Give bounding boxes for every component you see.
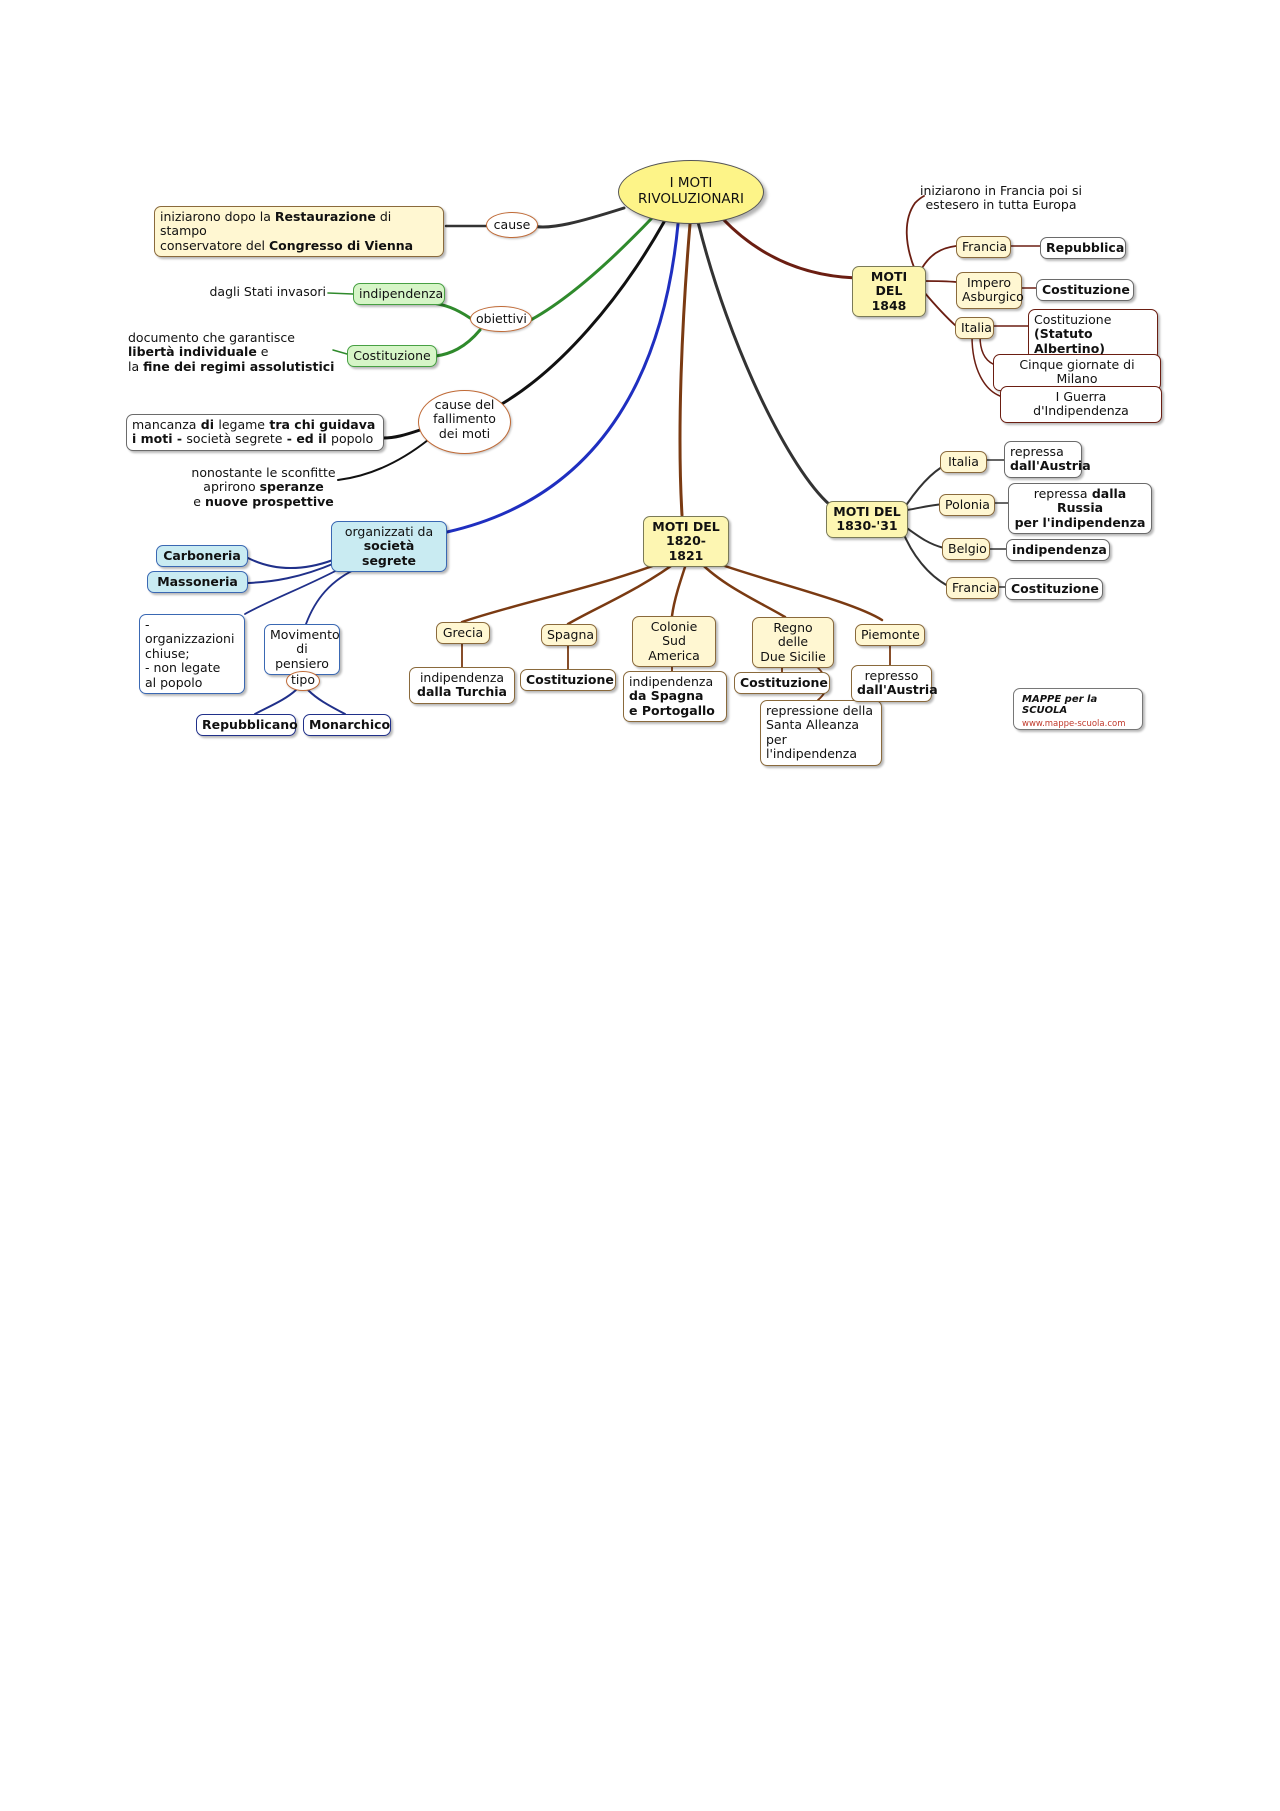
moti1848-node: MOTI DEL 1848 [852,266,926,318]
belgio-node: Belgio [942,538,990,561]
link-root-cause [531,206,626,229]
link-1848-francia [921,245,957,269]
repubblicano-node: Repubblicano [196,714,298,737]
speranze-note: nonostante le sconfitte aprirono speranz… [191,465,336,509]
link-segrete-carboneria [247,557,334,569]
link-segrete-caratteri [244,565,346,615]
link-fallimento-legame [381,428,422,440]
francia1848-node: Francia [956,236,1011,259]
polonia-node: Polonia [939,494,995,517]
moti1848-note: iniziarono in Francia poi si estesero in… [920,183,1082,213]
francia1848-note: Repubblica [1040,237,1126,260]
link-indipendenza-note [327,292,354,295]
link-root-1830 [696,220,832,507]
link-root-1820 [678,222,692,517]
link-segrete-movimento [305,566,361,625]
link-obiettivi-indipendenza [431,301,472,320]
link-1848-impero [923,280,957,283]
massoneria-node: Massoneria [147,571,248,594]
piemonte-node: Piemonte [855,624,925,647]
carboneria-node: Carboneria [156,545,248,568]
impero-note: Costituzione [1036,279,1134,302]
grecia-node: Grecia [436,622,490,645]
piemonte-note: represso dall'Austria [851,665,938,702]
link-italia1848-guerra [971,335,1001,397]
costituzione-note: documento che garantisce libertà individ… [128,330,335,374]
italia1830-note: repressa dall'Austria [1004,441,1091,478]
moti1820-node: MOTI DEL 1820-1821 [643,516,729,568]
link-fallimento-speranze [337,439,429,481]
grecia-note: indipendenza dalla Turchia [409,667,515,704]
link-tipo-monarchico [307,689,346,715]
guerra-indipendenza-node: I Guerra d'Indipendenza [1000,386,1162,423]
link-root-fallimento [498,220,666,407]
root-node: I MOTI RIVOLUZIONARI [618,160,764,224]
link-1848-note [905,195,925,271]
colonie-note: indipendenza da Spagna e Portogallo [623,671,727,723]
link-1848-italia [923,291,957,327]
impero-node: Impero Asburgico [956,272,1024,309]
legame-note: mancanza di legame tra chi guidava i mot… [126,414,384,451]
francia1830-note: Costituzione [1005,578,1103,601]
link-1830-belgio [903,525,945,549]
tipo-label: tipo [286,671,320,691]
italia1830-node: Italia [940,451,987,474]
spagna-note: Costituzione [520,669,616,692]
caratteri-node: - organizzazioni chiuse; - non legate al… [139,614,245,694]
link-italia1848-cinque [979,335,994,365]
indipendenza-node: indipendenza [353,283,445,306]
francia1830-node: Francia [946,577,999,600]
fallimento-label: cause del fallimento dei moti [418,390,511,454]
italia1848-node: Italia [955,317,994,340]
link-1820-piemonte [700,556,884,622]
link-root-obiettivi [525,216,654,324]
watermark-url: www.mappe-scuola.com [1022,719,1126,729]
link-root-1848 [720,216,858,280]
polonia-note: repressa dalla Russia per l'indipendenza [1008,483,1152,535]
cause-text: iniziarono dopo la Restaurazione di stam… [154,206,444,258]
monarchico-node: Monarchico [303,714,391,737]
moti1830-node: MOTI DEL 1830-'31 [826,501,908,538]
movimento-node: Movimento di pensiero [264,624,340,676]
costituzione-node: Costituzione [347,345,437,368]
link-1830-francia [901,529,949,587]
cinque-giornate-node: Cinque giornate di Milano [993,354,1161,391]
cause-label: cause [486,212,538,238]
link-root-segrete [445,222,680,534]
link-tipo-repubblicano [254,689,297,715]
regno-node: Regno delle Due Sicilie [752,617,834,669]
link-costituzione-note [332,349,348,355]
spagna-node: Spagna [541,624,597,647]
regno-note2: repressione della Santa Alleanza per l'i… [760,700,882,766]
link-segrete-massoneria [247,562,336,584]
link-obiettivi-costituzione [434,328,482,358]
regno-note: Costituzione [734,672,830,695]
colonie-node: Colonie Sud America [632,616,716,668]
indipendenza-note: dagli Stati invasori [209,284,326,299]
belgio-note: indipendenza [1006,539,1110,562]
link-1820-spagna [566,556,684,626]
obiettivi-label: obiettivi [470,306,532,332]
watermark-logo: MAPPE per la SCUOLA www.mappe-scuola.com [1013,688,1143,730]
watermark-title: MAPPE per la SCUOLA [1022,694,1098,716]
italia1848-note: Costituzione (Statuto Albertino) [1028,309,1158,361]
segrete-node: organizzati da società segrete [331,521,447,573]
